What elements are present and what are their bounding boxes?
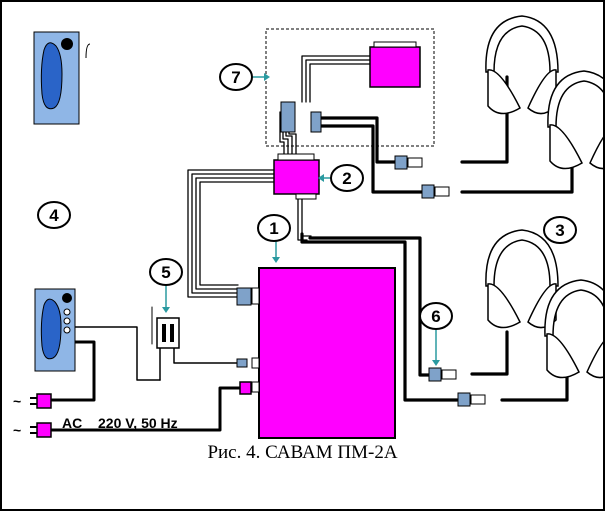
harness-7-internal xyxy=(301,55,371,103)
svg-text:7: 7 xyxy=(231,68,240,87)
callout-3: 3 xyxy=(543,216,577,244)
callouts: 1 2 3 4 5 6 7 xyxy=(37,63,577,330)
power-wires xyxy=(50,340,244,432)
connectors xyxy=(236,101,471,407)
cables-bottom-headphones xyxy=(300,232,569,402)
svg-text:4: 4 xyxy=(49,206,59,225)
svg-text:6: 6 xyxy=(431,307,440,326)
headphones-icon xyxy=(485,229,559,329)
harness-2-to-main xyxy=(187,169,276,298)
device-5 xyxy=(156,317,180,349)
jack-top-1 xyxy=(394,155,408,170)
main-unit-1 xyxy=(251,267,396,439)
svg-text:5: 5 xyxy=(161,263,170,282)
callout-6: 6 xyxy=(419,302,453,330)
remote-wires xyxy=(73,326,239,381)
svg-text:2: 2 xyxy=(342,169,351,188)
jack-top-2 xyxy=(421,184,435,199)
callout-1: 1 xyxy=(257,214,291,242)
power-plug-icon: ~ xyxy=(13,422,52,438)
device-7 xyxy=(369,41,421,88)
headphones-icon xyxy=(547,70,603,170)
power-plug-icon: ~ xyxy=(13,393,52,409)
svg-text:~: ~ xyxy=(13,422,21,438)
wires xyxy=(50,55,574,432)
remote-control-icon xyxy=(33,31,91,125)
headphones-icon xyxy=(544,279,603,379)
svg-text:3: 3 xyxy=(555,221,564,240)
main-connector xyxy=(236,287,252,306)
svg-text:1: 1 xyxy=(269,219,278,238)
headphones-icon xyxy=(485,15,559,115)
voltage-label: 220 V, 50 Hz xyxy=(98,415,178,431)
splitter-box-2 xyxy=(273,153,320,200)
harness-2-down xyxy=(297,193,312,241)
power-plug-icon xyxy=(239,381,252,395)
callout-2: 2 xyxy=(330,164,364,192)
callout-5: 5 xyxy=(149,258,183,286)
jack-bottom-2 xyxy=(457,392,471,407)
callout-arrows xyxy=(162,73,440,366)
jack-6 xyxy=(428,367,442,382)
plugs-white xyxy=(407,157,486,405)
remote-control-icon xyxy=(34,288,76,372)
remote-jack xyxy=(236,358,248,368)
callout-4: 4 xyxy=(37,201,71,229)
headphones xyxy=(485,15,603,379)
ac-label: AC xyxy=(62,415,82,431)
callout-7: 7 xyxy=(219,63,253,91)
connector-2-top xyxy=(310,111,322,133)
figure-caption: Рис. 4. САВАМ ПМ-2А xyxy=(207,442,398,463)
group-7-outline xyxy=(265,28,435,147)
svg-text:~: ~ xyxy=(13,393,21,409)
connector-7 xyxy=(280,101,296,133)
